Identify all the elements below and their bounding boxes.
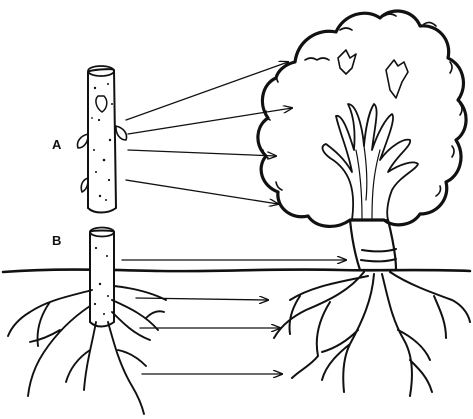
label-b: B [52, 233, 61, 248]
arrow-a-4 [126, 180, 278, 204]
tree-crown [258, 11, 466, 226]
arrow-b-2 [136, 298, 268, 300]
bud-lower-left [81, 178, 88, 192]
crown-gap-left [338, 50, 356, 74]
arrow-a-3 [128, 150, 276, 156]
bud-left [77, 134, 88, 148]
arrow-a-2 [128, 108, 292, 134]
bud-right [116, 126, 127, 140]
crown-gap-right [386, 60, 408, 98]
tree-roots [274, 272, 470, 396]
cutting-a [77, 66, 126, 213]
label-a: A [52, 137, 62, 152]
ground-line [3, 269, 470, 272]
tree-trunk [350, 220, 396, 270]
cutting-b [8, 228, 166, 415]
arrows-b [122, 260, 346, 374]
trunk-band [361, 249, 396, 261]
